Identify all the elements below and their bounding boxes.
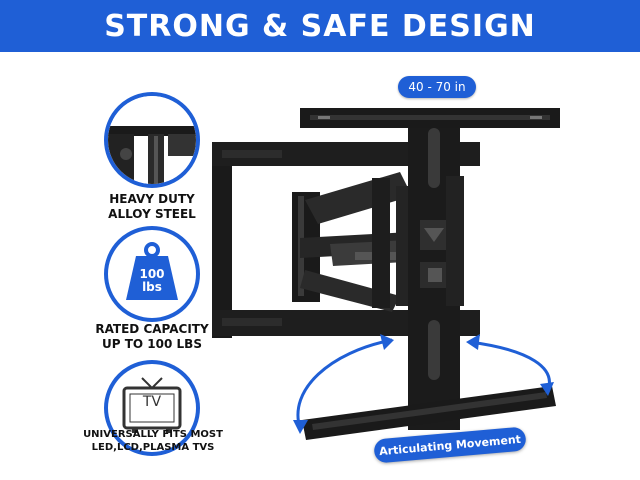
feature-tv-label: UNIVERSALLY FITS MOST LED,LCD,PLASMA TVS — [78, 428, 228, 454]
weight-unit: lbs — [142, 280, 162, 294]
tv-text: TV — [142, 394, 162, 410]
arm-lower — [300, 270, 400, 312]
feature-capacity-line1: RATED CAPACITY — [95, 322, 209, 336]
feature-steel-line1: HEAVY DUTY — [109, 192, 195, 206]
weight-value: 100 lbs — [108, 268, 196, 294]
feature-tv-line1: UNIVERSALLY FITS MOST — [83, 429, 223, 440]
steel-arm-closeup-icon — [108, 96, 196, 184]
tv-icon — [122, 377, 182, 433]
steel-closeup-badge — [104, 92, 200, 188]
wall-plate-top-bar — [212, 142, 480, 166]
tv-plate-center — [408, 108, 460, 430]
feature-capacity-line2: UP TO 100 LBS — [102, 337, 202, 351]
tv-rail-top — [300, 108, 560, 128]
size-range-pill: 40 - 70 in — [398, 76, 476, 98]
wall-plate-left-post — [212, 142, 232, 338]
banner-title: STRONG & SAFE DESIGN — [104, 8, 536, 44]
weight-icon — [126, 242, 178, 300]
rotate-arrow-left — [296, 338, 393, 429]
feature-steel-label: HEAVY DUTY ALLOY STEEL — [86, 192, 218, 222]
feature-tv-line2: LED,LCD,PLASMA TVS — [91, 442, 215, 453]
wall-plate-bottom-bar — [212, 310, 480, 336]
header-banner: STRONG & SAFE DESIGN — [0, 0, 640, 52]
capacity-badge: 100 lbs — [104, 226, 200, 322]
feature-steel-line2: ALLOY STEEL — [108, 207, 196, 221]
arm-upper — [305, 172, 412, 224]
tv-compat-badge: TV — [104, 360, 200, 456]
rotate-arrow-right — [469, 340, 551, 391]
feature-capacity-label: RATED CAPACITY UP TO 100 LBS — [86, 322, 218, 352]
arm-middle — [300, 232, 410, 258]
weight-number: 100 — [139, 267, 165, 281]
left-channel — [292, 192, 320, 302]
articulating-movement-pill: Articulating Movement — [373, 426, 527, 464]
